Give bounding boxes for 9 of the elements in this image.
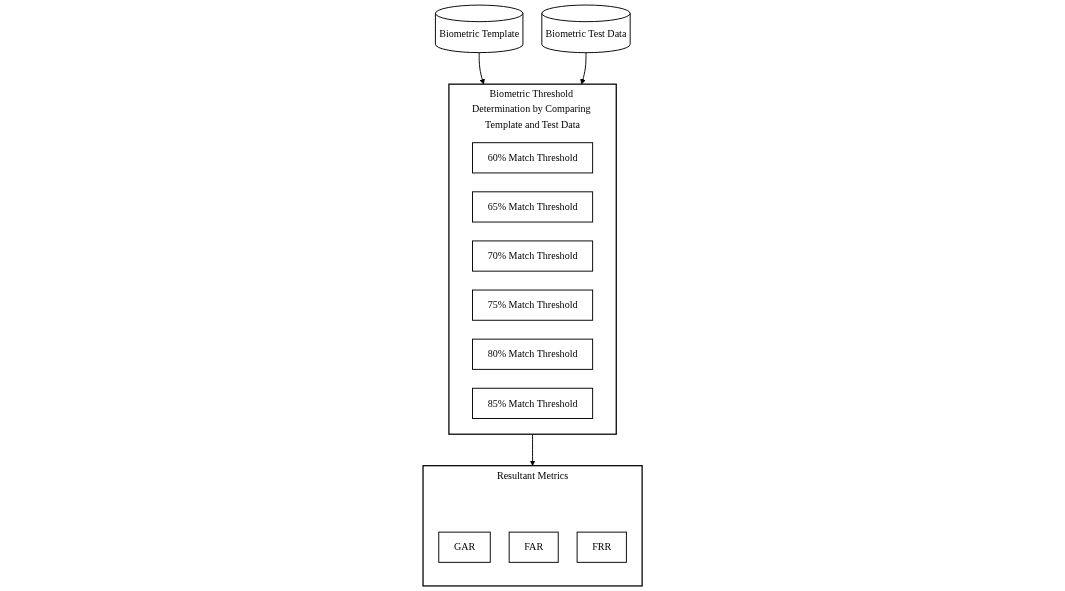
node-box: FRR — [576, 531, 627, 563]
node-box: 80% Match Threshold — [471, 338, 594, 370]
node-box: 75% Match Threshold — [471, 289, 594, 321]
node-box: FAR — [508, 531, 559, 563]
node-box: 65% Match Threshold — [471, 191, 594, 223]
node-box: 70% Match Threshold — [471, 240, 594, 272]
node-box: 60% Match Threshold — [471, 142, 594, 174]
node-box: 85% Match Threshold — [471, 387, 594, 419]
node-box: GAR — [438, 531, 491, 563]
